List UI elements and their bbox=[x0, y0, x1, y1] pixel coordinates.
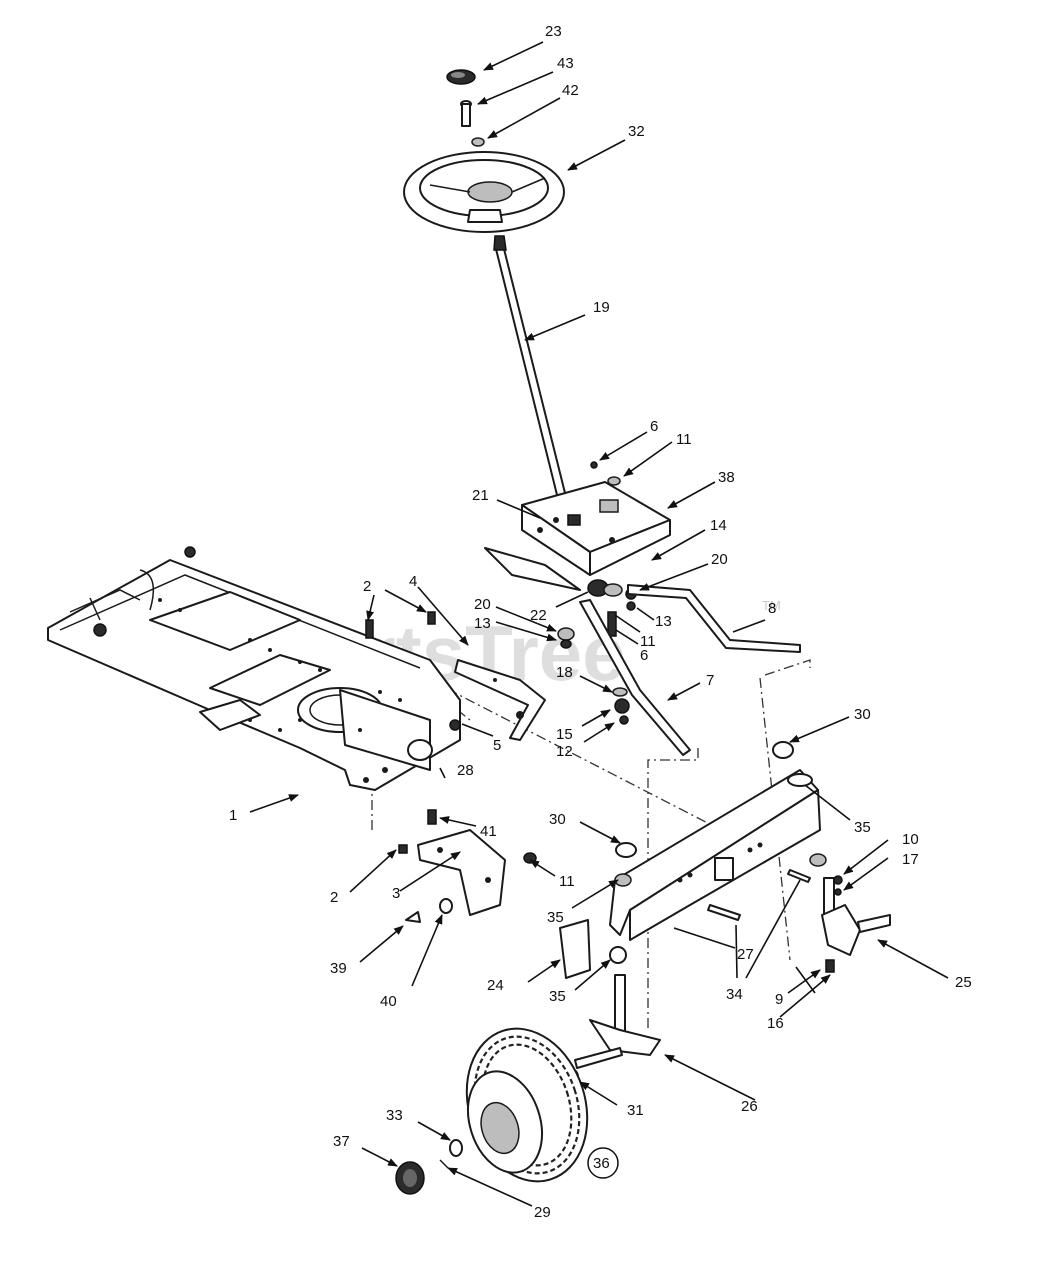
callout-6a: 6 bbox=[650, 418, 658, 435]
callout-34: 34 bbox=[726, 986, 743, 1003]
callout-2b: 2 bbox=[330, 889, 338, 906]
cap-30-right-part bbox=[772, 741, 794, 759]
callout-11a: 11 bbox=[676, 431, 692, 448]
callout-38: 38 bbox=[718, 469, 735, 486]
callout-20a: 20 bbox=[711, 551, 728, 568]
callout-35a: 35 bbox=[854, 819, 871, 836]
bolt-34-part bbox=[707, 904, 741, 921]
callout-11b: 11 bbox=[640, 633, 656, 650]
callout-11c: 11 bbox=[559, 873, 575, 890]
callout-35c: 35 bbox=[549, 988, 566, 1005]
steering-bolt-part bbox=[460, 100, 472, 127]
callout-9: 9 bbox=[775, 991, 783, 1008]
callout-7: 7 bbox=[706, 672, 714, 689]
washer-40-part bbox=[439, 898, 453, 914]
steering-washer-part bbox=[471, 137, 485, 147]
callout-3: 3 bbox=[392, 885, 400, 902]
callout-36-circle bbox=[587, 1147, 619, 1179]
callout-30b: 30 bbox=[549, 811, 566, 828]
washer-33-part bbox=[449, 1139, 463, 1157]
callout-13a: 13 bbox=[655, 613, 672, 630]
steering-shaft-part bbox=[493, 235, 569, 508]
callout-2a: 2 bbox=[363, 578, 371, 595]
bolt-34b-part bbox=[787, 869, 811, 883]
callout-17: 17 bbox=[902, 851, 919, 868]
callout-8: 8 bbox=[768, 600, 776, 617]
hub-cap-37-part bbox=[395, 1161, 425, 1195]
watermark-trademark: TM bbox=[762, 598, 781, 613]
callout-41: 41 bbox=[480, 823, 497, 840]
callout-30a: 30 bbox=[854, 706, 871, 723]
callout-35b: 35 bbox=[547, 909, 564, 926]
callout-33: 33 bbox=[386, 1107, 403, 1124]
cap-30-left-part bbox=[615, 842, 637, 858]
callout-1: 1 bbox=[229, 807, 237, 824]
bushing-35-right-part bbox=[809, 853, 827, 867]
spindle-26-part bbox=[574, 974, 661, 1069]
nut-11-top-part bbox=[607, 476, 621, 486]
pin-16-part bbox=[825, 959, 835, 973]
callout-28: 28 bbox=[457, 762, 474, 779]
bolt-39-part bbox=[405, 911, 421, 923]
callout-labels: 23 43 42 32 19 6 11 38 21 14 20 22 13 11… bbox=[229, 23, 972, 1221]
callout-42: 42 bbox=[562, 82, 579, 99]
steering-support-part bbox=[484, 481, 671, 591]
front-axle-part bbox=[609, 769, 821, 941]
nut-11-lower-part bbox=[523, 852, 537, 864]
pin-29-part bbox=[439, 1159, 449, 1169]
bushing-35-lower-part bbox=[609, 946, 627, 964]
callout-4: 4 bbox=[409, 573, 417, 590]
callout-39: 39 bbox=[330, 960, 347, 977]
callout-23: 23 bbox=[545, 23, 562, 40]
main-frame-part bbox=[47, 546, 461, 791]
callout-32: 32 bbox=[628, 123, 645, 140]
bracket-4-part bbox=[454, 659, 546, 741]
callout-31: 31 bbox=[627, 1102, 644, 1119]
shield-24-part bbox=[559, 919, 591, 979]
callout-25: 25 bbox=[955, 974, 972, 991]
callout-18: 18 bbox=[556, 664, 573, 681]
callout-43: 43 bbox=[557, 55, 574, 72]
callout-19: 19 bbox=[593, 299, 610, 316]
hole-28-part bbox=[449, 719, 461, 731]
callout-20b: 20 bbox=[474, 596, 491, 613]
leader-lines bbox=[249, 41, 949, 1207]
callout-27: 27 bbox=[737, 946, 754, 963]
callout-37: 37 bbox=[333, 1133, 350, 1150]
bolt-6-top-part bbox=[590, 461, 598, 469]
bracket-3-part bbox=[417, 809, 506, 916]
spindle-25-part bbox=[821, 875, 891, 956]
wheel-tire-part bbox=[465, 1027, 589, 1183]
callout-22: 22 bbox=[530, 607, 547, 624]
callout-16: 16 bbox=[767, 1015, 784, 1032]
callout-24: 24 bbox=[487, 977, 504, 994]
callout-6b: 6 bbox=[640, 647, 648, 664]
drag-link-lower-part bbox=[557, 599, 691, 756]
steering-cap-part bbox=[446, 69, 476, 85]
callout-14: 14 bbox=[710, 517, 727, 534]
callout-13b: 13 bbox=[474, 615, 491, 632]
callout-5: 5 bbox=[493, 737, 501, 754]
callout-40: 40 bbox=[380, 993, 397, 1010]
callout-10: 10 bbox=[902, 831, 919, 848]
bolt-2-lower-part bbox=[398, 844, 408, 854]
steering-wheel-part bbox=[403, 151, 565, 233]
callout-15: 15 bbox=[556, 726, 573, 743]
callout-12: 12 bbox=[556, 743, 573, 760]
callout-26: 26 bbox=[741, 1098, 758, 1115]
callout-21: 21 bbox=[472, 487, 489, 504]
drag-link-part bbox=[627, 584, 801, 653]
callout-29: 29 bbox=[534, 1204, 551, 1221]
callout-36: 36 bbox=[593, 1155, 610, 1172]
